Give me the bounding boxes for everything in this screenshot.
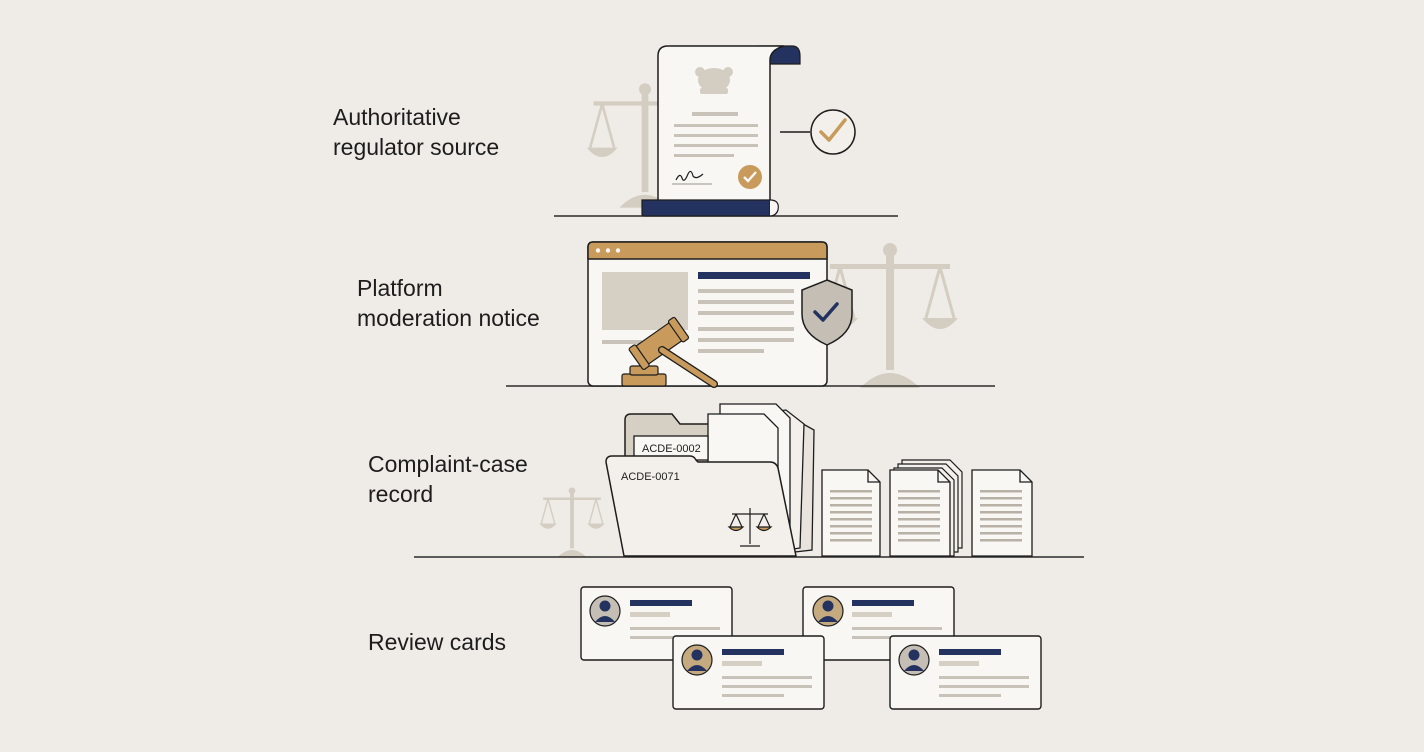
case-folder-front [605, 455, 797, 557]
tier-label-line: record [368, 481, 434, 507]
tier-label-line: Platform [357, 275, 443, 301]
regulator-document-icon [554, 45, 898, 217]
moderation-window-icon [506, 241, 995, 390]
tier-label-line: Review cards [368, 629, 507, 655]
avatar-icon [681, 644, 713, 676]
review-card-icon [580, 586, 1042, 710]
case-id-front: ACDE-0071 [621, 471, 680, 483]
review-card [889, 635, 1042, 710]
scale-of-justice-icon [538, 486, 606, 558]
scale-of-justice-icon [727, 508, 773, 547]
tier-label-complaint: Complaint-case record [368, 449, 528, 509]
document-icon [821, 469, 881, 557]
case-id-back: ACDE-0002 [642, 443, 701, 455]
review-card [672, 635, 825, 710]
gavel-icon [621, 316, 718, 388]
avatar-icon [589, 595, 621, 627]
tier-label-line: Authoritative [333, 104, 461, 130]
avatar-icon [812, 595, 844, 627]
case-folder-icon: ACDE-0002 ACDE-0071 [414, 403, 1084, 558]
tier-label-line: Complaint-case [368, 451, 528, 477]
document-icon [971, 469, 1033, 557]
tier-label-line: moderation notice [357, 305, 540, 331]
signature-icon [675, 170, 704, 181]
tier-label-moderation: Platform moderation notice [357, 273, 540, 333]
document-stack-icon [889, 459, 963, 557]
tier-label-review: Review cards [368, 627, 506, 657]
shield-check-icon [801, 279, 853, 346]
tier-label-regulator: Authoritative regulator source [333, 102, 499, 162]
avatar-icon [898, 644, 930, 676]
crest-icon [695, 67, 733, 94]
tier-label-line: regulator source [333, 134, 500, 160]
verified-check-icon [810, 109, 856, 155]
